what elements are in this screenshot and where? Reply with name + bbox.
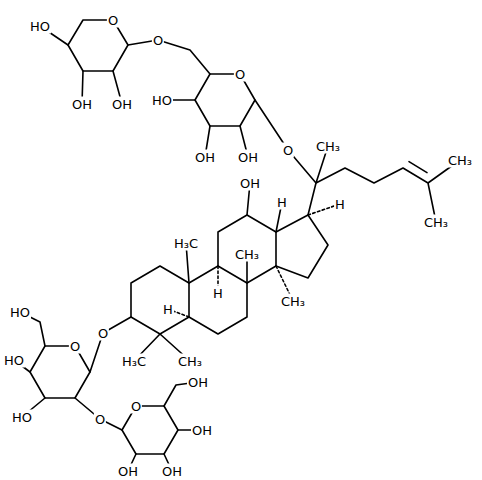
atom-label: CH₃	[234, 247, 260, 262]
atom-label: H₃C	[121, 354, 147, 369]
atom-label: OH	[237, 150, 259, 165]
atom-label: HO	[11, 410, 33, 425]
atom-label: O	[282, 143, 294, 158]
atom-label: O	[107, 13, 119, 28]
atom-label: CH₃	[423, 215, 449, 230]
bond	[40, 26, 210, 104]
atom-label: OH	[239, 176, 261, 191]
atom-label: H	[276, 195, 288, 210]
atom-label: CH₃	[280, 294, 306, 309]
atom-label: O	[69, 339, 81, 354]
atom-label: OH	[194, 150, 216, 165]
atom-label: OH	[191, 423, 213, 438]
atom-label: HO	[3, 353, 25, 368]
atom-label: O	[152, 33, 164, 48]
atom-label: O	[234, 67, 246, 82]
atom-label: H	[334, 197, 346, 212]
atom-label: CH₃	[447, 153, 473, 168]
sugar-ring	[30, 346, 90, 398]
bond	[134, 183, 282, 361]
atom-label: H	[212, 286, 224, 301]
sugar-ring	[195, 74, 255, 126]
atom-label: H	[162, 302, 174, 317]
atom-label: HO	[9, 305, 31, 320]
atom-label: O	[97, 326, 109, 341]
atom-label: O	[130, 399, 142, 414]
atom-label: CH₃	[177, 354, 203, 369]
atom-label: CH₃	[315, 139, 341, 154]
bond	[162, 100, 316, 183]
sugar-ring	[68, 20, 128, 71]
atom-label: OH	[117, 463, 139, 478]
steroid-ring	[131, 266, 189, 334]
atom-label: HO	[151, 93, 173, 108]
steroid-ring	[276, 215, 328, 278]
atom-label: OH	[71, 97, 93, 112]
atom-label: HO	[29, 19, 51, 34]
atom-label: OH	[111, 97, 133, 112]
hashed-bond	[168, 204, 340, 317]
atom-label: O	[94, 412, 106, 427]
atom-label: OH	[161, 463, 183, 478]
atom-label: OH	[187, 375, 209, 390]
atom-label: H₃C	[173, 236, 199, 251]
side-chain	[308, 146, 460, 222]
